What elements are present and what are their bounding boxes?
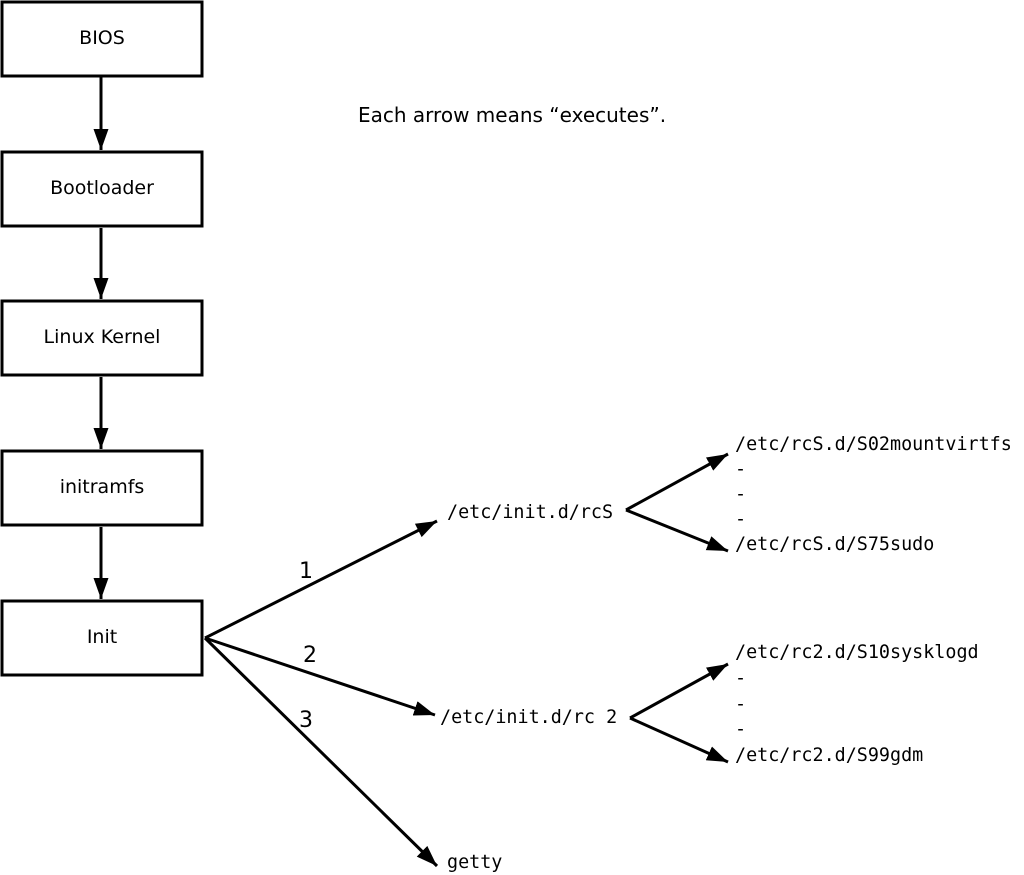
box-bootloader [0, 150, 204, 228]
script-item-ellipsis: - [735, 694, 746, 715]
note-arrow-meaning: Each arrow means “executes”. [358, 103, 666, 127]
arrow-rc2-to-last-script [629, 716, 729, 764]
target-getty-label: getty [447, 852, 502, 873]
arrow-label-3: 3 [299, 708, 313, 733]
script-item-ellipsis: - [735, 668, 746, 689]
script-item-rcs-s75sudo: /etc/rcS.d/S75sudo [735, 534, 934, 555]
box-linux-kernel-label: Linux Kernel [44, 326, 161, 348]
arrow-rc2-to-first-script [629, 662, 729, 720]
script-item-ellipsis: - [735, 459, 746, 480]
box-linux-kernel [0, 299, 204, 377]
target-rcs-label: /etc/init.d/rcS [447, 502, 613, 523]
arrow-init-to-rcs [204, 519, 438, 640]
target-rc2-label: /etc/init.d/rc 2 [440, 707, 617, 728]
arrow-label-2: 2 [303, 643, 317, 668]
arrow-rcs-to-last-script [625, 508, 729, 553]
box-bios-label: BIOS [79, 27, 125, 49]
arrow-init-to-rc2 [204, 636, 436, 717]
box-initramfs [0, 449, 204, 527]
box-bios [0, 0, 204, 78]
arrow-label-1: 1 [299, 559, 313, 584]
script-item-ellipsis: - [735, 719, 746, 740]
box-initramfs-label: initramfs [60, 476, 145, 498]
script-item-rc2-s10sysklogd: /etc/rc2.d/S10sysklogd [735, 642, 979, 663]
script-item-ellipsis: - [735, 484, 746, 505]
arrow-rcs-to-first-script [625, 452, 729, 512]
box-init [0, 599, 204, 677]
script-item-rcs-s02mountvirtfs: /etc/rcS.d/S02mountvirtfs [735, 434, 1012, 455]
script-item-ellipsis: - [735, 509, 746, 530]
box-bootloader-label: Bootloader [50, 177, 154, 199]
script-item-rc2-s99gdm: /etc/rc2.d/S99gdm [735, 745, 923, 766]
box-init-label: Init [87, 626, 117, 648]
arrow-init-to-getty [203, 636, 439, 868]
